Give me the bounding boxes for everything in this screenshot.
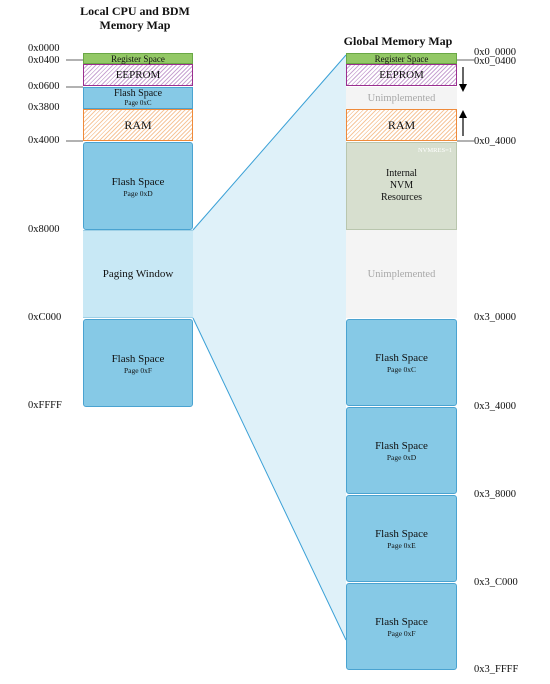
global-flash-f-label: Flash Space	[375, 616, 428, 628]
local-addr-0xFFFF: 0xFFFF	[28, 400, 62, 411]
global-nvmres-label: NVMRES=1	[417, 147, 452, 154]
global-addr-0x3_8000: 0x3_8000	[474, 489, 516, 500]
global-nvm-line1: Internal	[385, 168, 418, 179]
local-register-space: Register Space	[83, 53, 193, 64]
global-eeprom-label: EEPROM	[379, 69, 424, 81]
global-addr-0x3_FFFF: 0x3_FFFF	[474, 664, 519, 675]
global-map-title: Global Memory Map	[343, 34, 453, 48]
local-flash-c-label: Flash Space	[113, 87, 163, 99]
local-eeprom: EEPROM	[83, 64, 193, 86]
local-paging-window: Paging Window	[83, 230, 193, 318]
global-addr-0x0_0400: 0x0_0400	[474, 56, 516, 67]
global-ram: RAM	[346, 109, 457, 141]
local-flash-f-page: Page 0xF	[123, 365, 153, 375]
local-flash-c-page: Page 0xC	[124, 98, 152, 107]
local-flash-page-f: Flash Space Page 0xF	[83, 319, 193, 407]
global-flash-c-label: Flash Space	[375, 352, 428, 364]
global-flash-page-f: Flash Space Page 0xF	[346, 583, 457, 670]
local-addr-0xC000: 0xC000	[28, 312, 62, 323]
local-flash-page-c: Flash Space Page 0xC	[83, 87, 193, 109]
global-addr-0x0_0000: 0x0_0000	[474, 47, 516, 58]
global-eeprom: EEPROM	[346, 64, 457, 86]
global-flash-c-page: Page 0xC	[387, 365, 416, 374]
global-flash-f-page: Page 0xF	[387, 629, 416, 638]
local-flash-d-page: Page 0xD	[123, 188, 153, 198]
global-nvm-line2: NVM	[389, 180, 414, 191]
global-flash-e-label: Flash Space	[375, 528, 428, 540]
global-flash-page-e: Flash Space Page 0xE	[346, 495, 457, 582]
global-flash-d-label: Flash Space	[375, 440, 428, 452]
global-unimplemented-top: Unimplemented	[346, 87, 457, 109]
global-addr-0x3_C000: 0x3_C000	[474, 577, 518, 588]
local-flash-f-label: Flash Space	[111, 352, 165, 365]
global-internal-nvm-resources: NVMRES=1 Internal NVM Resources	[346, 142, 457, 230]
local-addr-0x0400: 0x0400	[28, 55, 60, 66]
global-unimplemented-mid: Unimplemented	[346, 230, 457, 318]
local-flash-d-label: Flash Space	[111, 175, 165, 188]
global-nvm-line3: Resources	[380, 192, 423, 203]
global-addr-0x0_4000: 0x0_4000	[474, 136, 516, 147]
global-addr-0x3_4000: 0x3_4000	[474, 401, 516, 412]
global-addr-0x3_0000: 0x3_0000	[474, 312, 516, 323]
local-flash-page-d: Flash Space Page 0xD	[83, 142, 193, 230]
global-flash-page-c: Flash Space Page 0xC	[346, 319, 457, 406]
global-flash-e-page: Page 0xE	[387, 541, 416, 550]
local-ram-label: RAM	[124, 117, 152, 132]
global-flash-d-page: Page 0xD	[386, 453, 417, 462]
local-addr-0x3800: 0x3800	[28, 102, 60, 113]
local-eeprom-label: EEPROM	[115, 69, 161, 81]
local-paging-label: Paging Window	[102, 268, 174, 280]
local-addr-0x0000: 0x0000	[28, 43, 60, 54]
arrow-down-icon	[459, 84, 467, 92]
global-ram-label: RAM	[387, 117, 416, 132]
local-addr-0x4000: 0x4000	[28, 135, 60, 146]
global-flash-page-d: Flash Space Page 0xD	[346, 407, 457, 494]
local-addr-0x8000: 0x8000	[28, 224, 60, 235]
mapping-line-bottom	[192, 317, 347, 641]
global-register-space: Register Space	[346, 53, 457, 64]
local-ram: RAM	[83, 109, 193, 141]
mapping-funnel	[193, 55, 346, 640]
arrow-up-icon	[459, 110, 467, 118]
local-addr-0x0600: 0x0600	[28, 81, 60, 92]
local-map-title: Local CPU and BDM Memory Map	[80, 4, 190, 32]
mapping-line-top	[192, 54, 347, 231]
